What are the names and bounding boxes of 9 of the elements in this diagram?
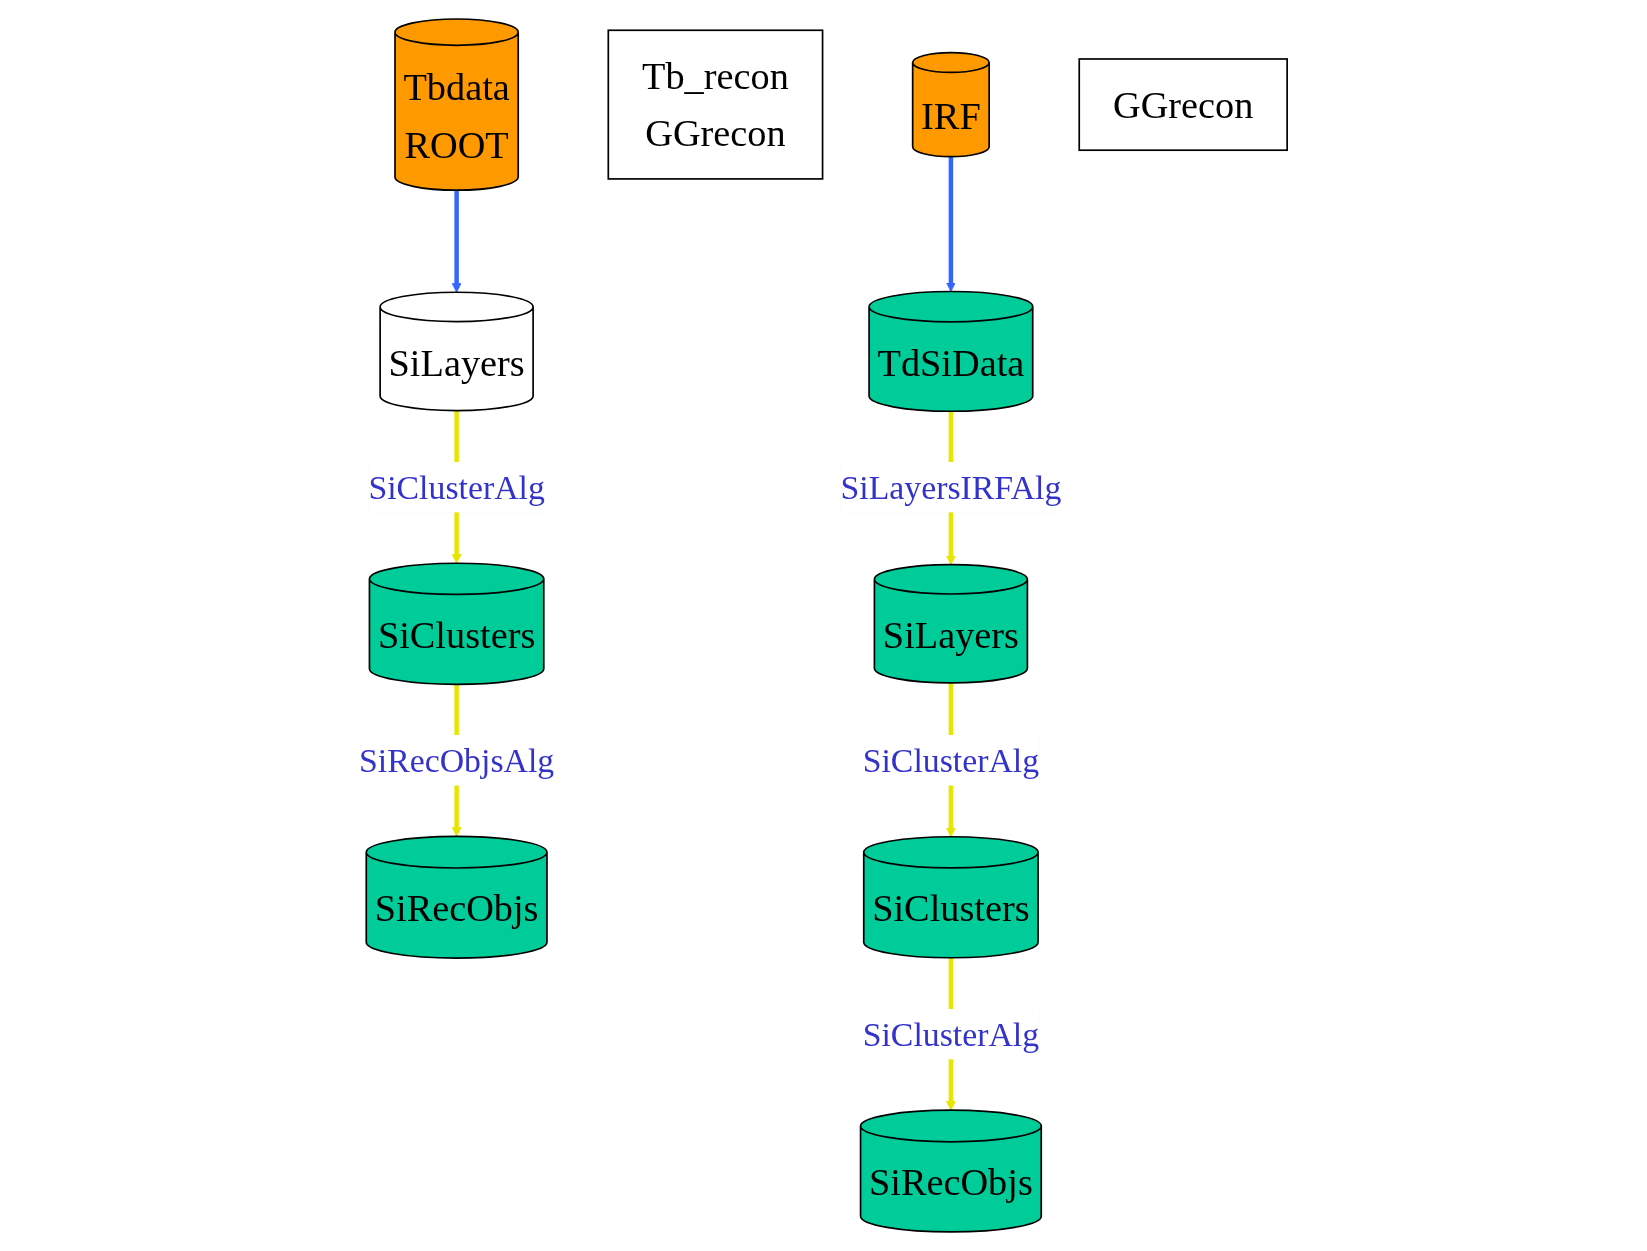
node-box: GGrecon [1078,58,1289,152]
edge-label: SiClusterAlg [368,468,546,506]
node-box: Tb_recon GGrecon [607,29,824,180]
edge-label: SiLayersIRFAlg [840,468,1062,506]
arrow [452,190,462,293]
arrow [946,156,957,292]
edge-label: SiRecObjsAlg [359,741,555,779]
edge-label: SiClusterAlg [863,1015,1040,1053]
edge-label: SiClusterAlg [863,741,1040,779]
